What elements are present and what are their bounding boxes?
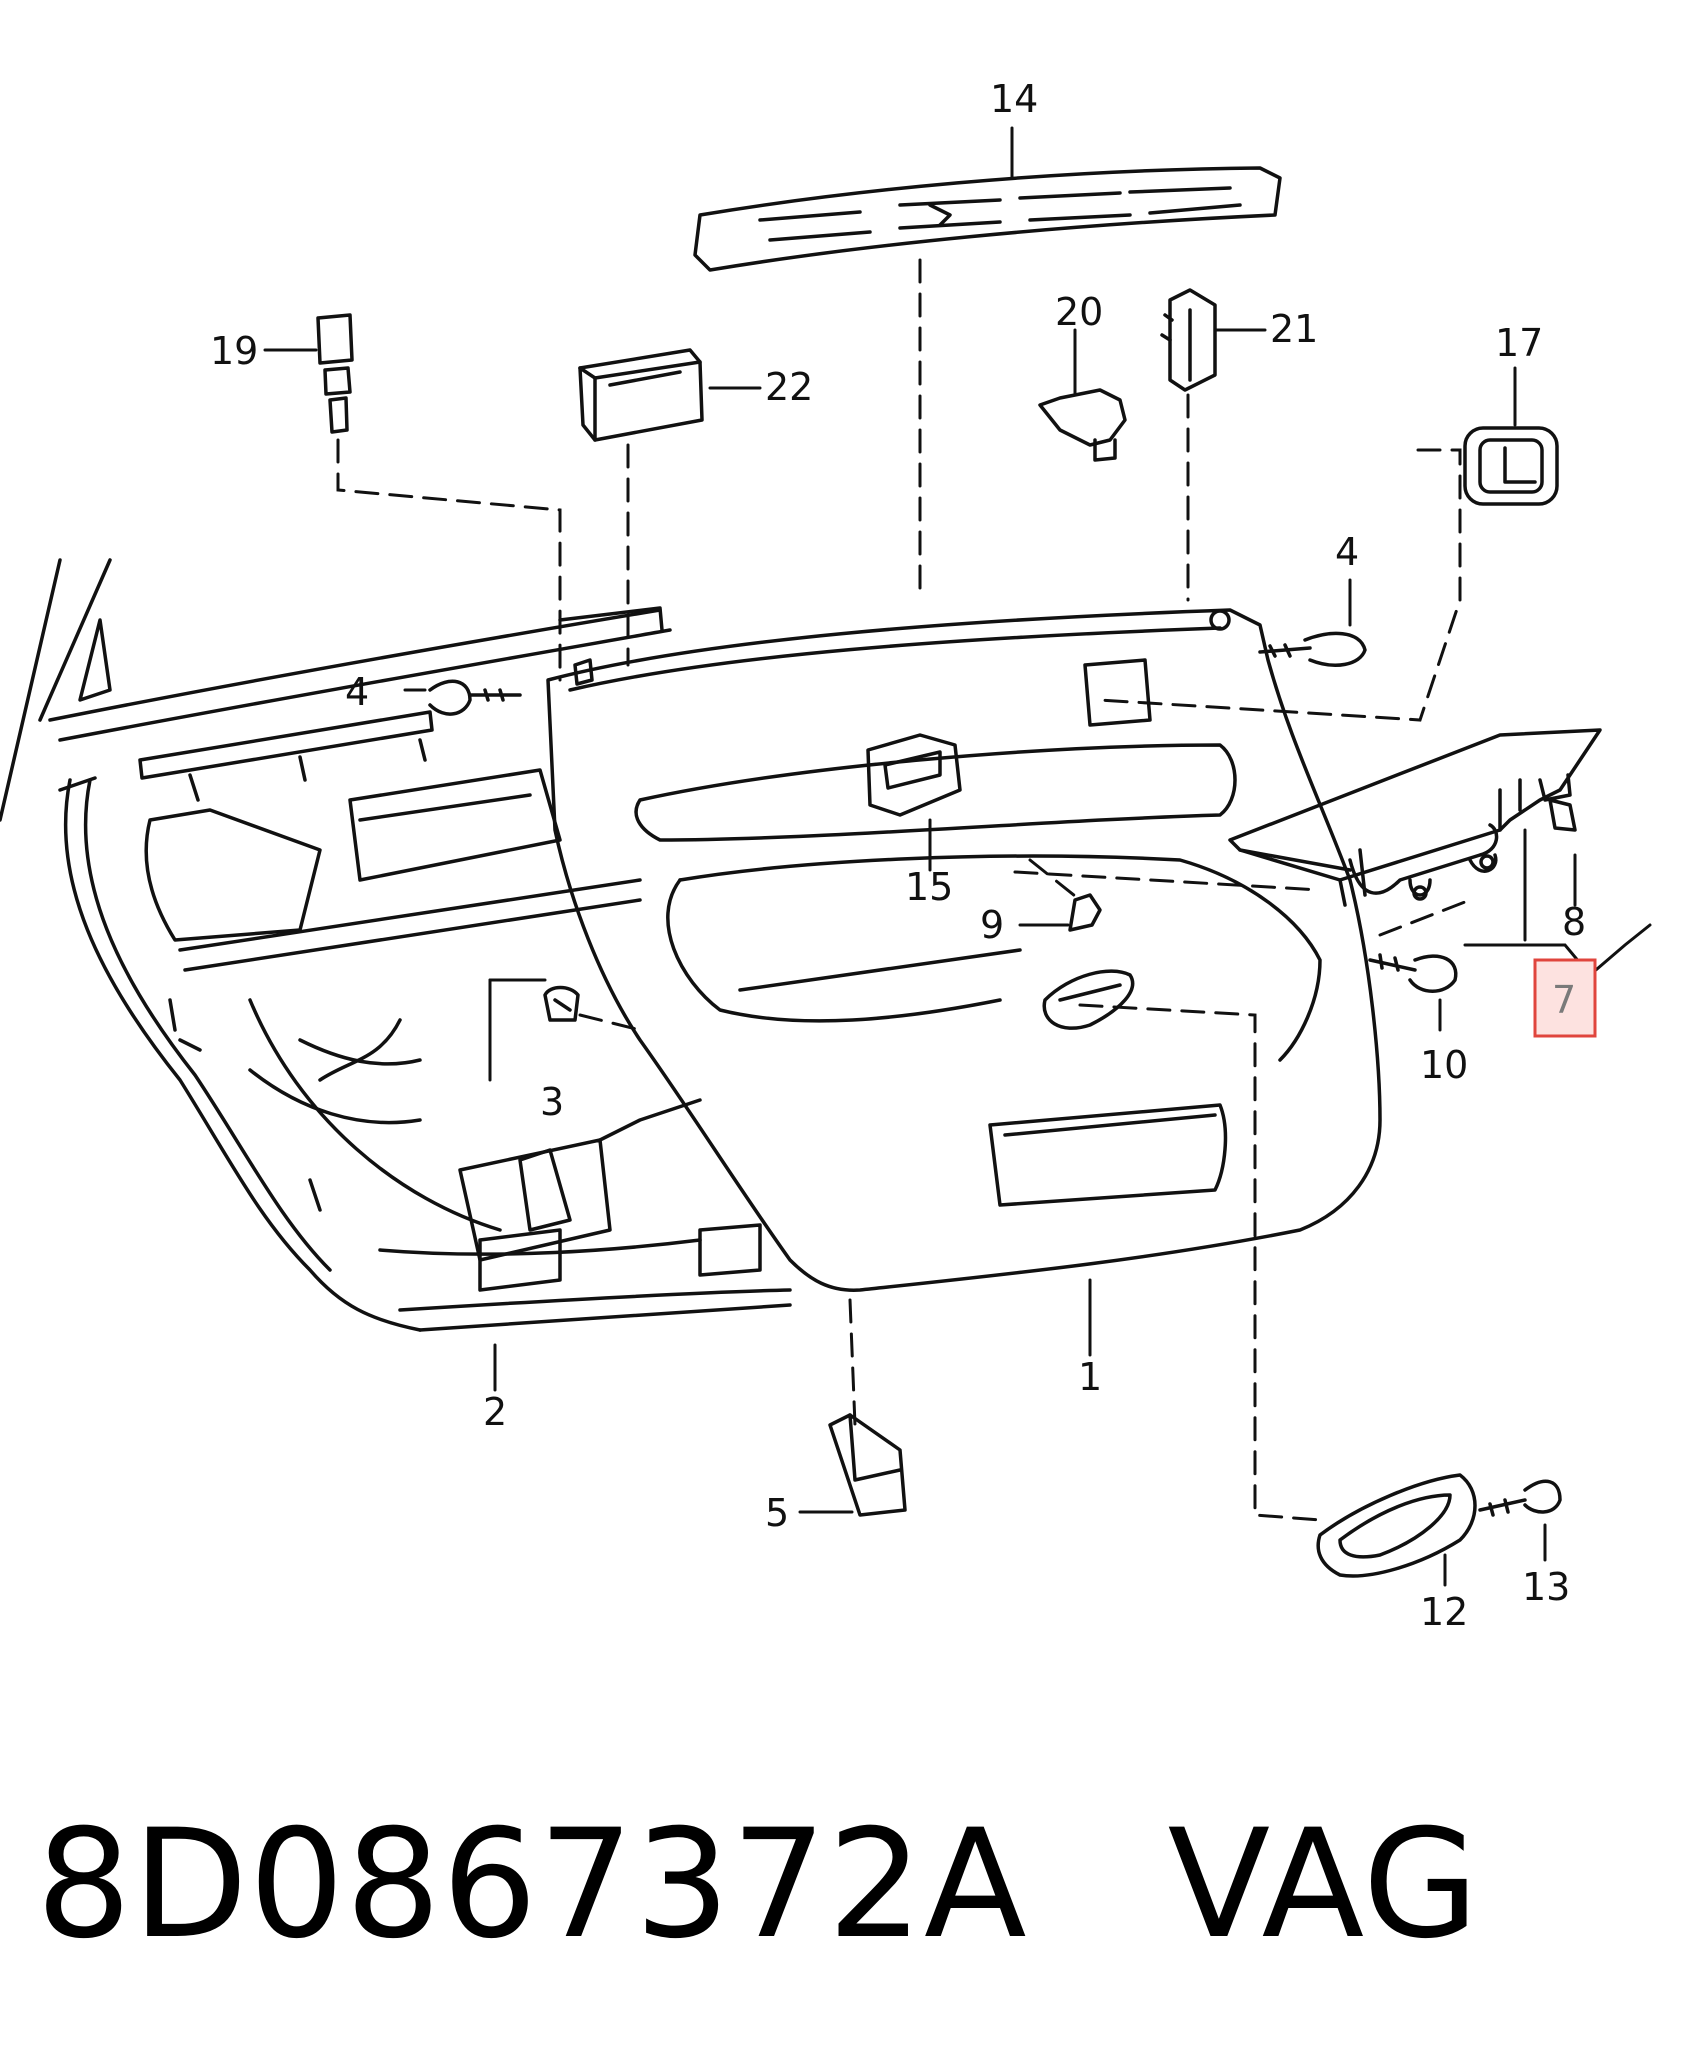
callout-2: 2 xyxy=(483,1390,507,1434)
callout-8: 8 xyxy=(1562,900,1586,944)
door-trim-panel-drawing xyxy=(546,608,1382,1292)
part-7-highlight-box xyxy=(1533,958,1597,1038)
callout-10: 10 xyxy=(1420,1043,1468,1087)
part-code: 8D0867372A xyxy=(36,1798,1028,1972)
callout-19: 19 xyxy=(210,329,258,373)
callout-20: 20 xyxy=(1055,290,1103,334)
callout-4-right: 4 xyxy=(1335,530,1359,574)
callout-13: 13 xyxy=(1522,1565,1570,1609)
callout-3: 3 xyxy=(540,1080,564,1124)
callout-7-highlight: 7 xyxy=(1533,958,1597,1038)
callout-5: 5 xyxy=(765,1491,789,1535)
callout-1: 1 xyxy=(1078,1355,1102,1399)
callout-9: 9 xyxy=(980,903,1004,947)
exploded-parts-diagram: 14 19 22 20 21 17 4 4 15 9 8 7 10 3 2 1 … xyxy=(0,77,1652,1634)
callout-7: 7 xyxy=(1552,978,1576,1022)
callout-15: 15 xyxy=(905,865,953,909)
small-parts-drawing xyxy=(316,166,1577,1578)
brand-name: VAG xyxy=(1167,1798,1480,1972)
door-frame-drawing xyxy=(0,558,792,1332)
part-number-caption: 8D0867372A VAG xyxy=(36,1790,1676,1980)
callout-21: 21 xyxy=(1270,307,1318,351)
callout-4-left: 4 xyxy=(345,670,369,714)
callout-14: 14 xyxy=(990,77,1038,121)
callout-12: 12 xyxy=(1420,1590,1468,1634)
assembly-dashed-lines xyxy=(336,258,1472,1522)
armrest-bracket-drawing xyxy=(1228,728,1602,907)
callout-17: 17 xyxy=(1495,321,1543,365)
callout-labels: 14 19 22 20 21 17 4 4 15 9 8 7 10 3 2 1 … xyxy=(210,77,1597,1634)
callout-22: 22 xyxy=(765,365,813,409)
